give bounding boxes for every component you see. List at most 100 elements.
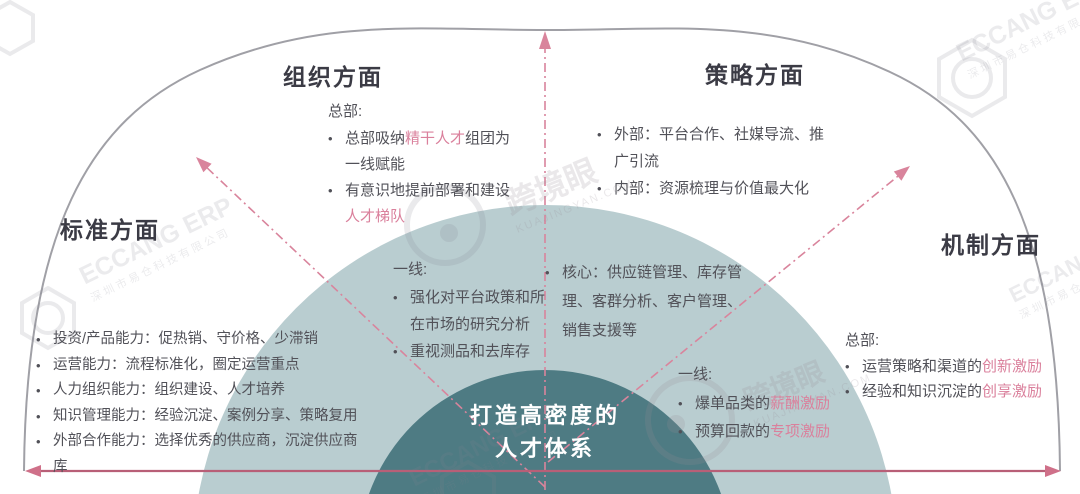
list-item: • 预算回款的专项激励 bbox=[678, 418, 858, 446]
outer-dome-arc bbox=[23, 27, 1061, 472]
bullet-dot: • bbox=[328, 131, 333, 146]
text-part: 爆单品类的 bbox=[695, 395, 771, 412]
arrowhead-up-icon bbox=[539, 31, 551, 49]
core-list: • 核心：供应链管理、库存管理、客群分析、客户管理、销售支援等 bbox=[545, 258, 750, 345]
bullet-text: 有意识地提前部署和建设人才梯队 bbox=[345, 178, 517, 230]
heading-mechanism: 机制方面 bbox=[941, 232, 1041, 258]
frontline-left-list: • 强化对平台政策和所在市场的研究分析 • 重视测品和去库存 bbox=[393, 284, 558, 365]
bullet-dot: • bbox=[678, 396, 683, 411]
bullet-text: 总部吸纳精干人才组团为一线赋能 bbox=[345, 126, 517, 178]
bullet-dot: • bbox=[545, 265, 550, 280]
group-label: 一线: bbox=[393, 261, 428, 278]
standard-list: • 投资/产品能力：促热销、守价格、少滞销 • 运营能力：流程标准化，圈定运营重… bbox=[36, 327, 366, 480]
list-item: • 经验和知识沉淀的创享激励 bbox=[845, 379, 1060, 404]
core-block: • 核心：供应链管理、库存管理、客群分析、客户管理、销售支援等 bbox=[545, 258, 750, 345]
bullet-dot: • bbox=[36, 434, 41, 449]
list-item: • 人力组织能力：组织建设、人才培养 bbox=[36, 378, 366, 404]
text-part: 组团为一线赋能 bbox=[345, 130, 511, 173]
radial-arrow-upright-line bbox=[547, 171, 904, 463]
highlight-text: 精干人才 bbox=[405, 130, 466, 147]
bullet-dot: • bbox=[678, 424, 683, 439]
text-part: 运营策略和渠道的 bbox=[862, 358, 983, 375]
group-label: 总部: bbox=[845, 332, 880, 349]
text-part: 预算回款的 bbox=[695, 423, 771, 440]
eye-logo-icon bbox=[667, 415, 685, 433]
text-part: 总部吸纳 bbox=[345, 130, 406, 147]
bullet-dot: • bbox=[36, 383, 41, 398]
mechanism-block: 总部: • 运营策略和渠道的创新激励 • 经验和知识沉淀的创享激励 bbox=[845, 328, 1060, 404]
highlight-text: 创新激励 bbox=[982, 358, 1043, 375]
hexagon-logo-icon bbox=[937, 37, 1007, 119]
core-title-line2: 人才体系 bbox=[494, 436, 595, 461]
highlight-text: 人才梯队 bbox=[345, 208, 406, 225]
highlight-text: 薪酬激励 bbox=[770, 395, 831, 412]
frontline-right-list: • 爆单品类的薪酬激励 • 预算回款的专项激励 bbox=[678, 390, 858, 446]
bullet-text: 经验和知识沉淀的创享激励 bbox=[862, 379, 1042, 404]
hexagon-logo-icon bbox=[951, 57, 993, 99]
bullet-text: 预算回款的专项激励 bbox=[695, 418, 830, 446]
standard-block: • 投资/产品能力：促热销、守价格、少滞销 • 运营能力：流程标准化，圈定运营重… bbox=[36, 327, 366, 480]
arrowhead-upright-icon bbox=[893, 166, 910, 181]
bullet-text: 强化对平台政策和所在市场的研究分析 bbox=[410, 289, 546, 333]
bullet-dot: • bbox=[845, 359, 850, 374]
list-item: • 爆单品类的薪酬激励 bbox=[678, 390, 858, 418]
strategy-list: • 外部：平台合作、社媒导流、推广引流 • 内部：资源梳理与价值最大化 bbox=[597, 121, 847, 202]
radial-dashed-arrows bbox=[202, 44, 904, 490]
bullet-text: 运营能力：流程标准化，圈定运营重点 bbox=[53, 356, 300, 373]
bullet-text: 外部合作能力：选择优秀的供应商，沉淀供应商库 bbox=[53, 433, 358, 475]
list-item: • 总部吸纳精干人才组团为一线赋能 bbox=[328, 126, 538, 178]
bullet-dot: • bbox=[845, 384, 850, 399]
highlight-text: 专项激励 bbox=[770, 423, 831, 440]
hexagon-logo-icon bbox=[440, 459, 496, 494]
eye-logo-icon bbox=[404, 184, 486, 266]
mechanism-list: • 运营策略和渠道的创新激励 • 经验和知识沉淀的创享激励 bbox=[845, 354, 1060, 404]
text-part: 有意识地提前部署和建设 bbox=[345, 182, 511, 199]
organization-block: 总部: • 总部吸纳精干人才组团为一线赋能 • 有意识地提前部署和建设人才梯队 bbox=[328, 99, 538, 230]
highlight-text: 创享激励 bbox=[982, 383, 1043, 400]
organization-list: • 总部吸纳精干人才组团为一线赋能 • 有意识地提前部署和建设人才梯队 bbox=[328, 126, 538, 230]
strategy-block: • 外部：平台合作、社媒导流、推广引流 • 内部：资源梳理与价值最大化 bbox=[597, 121, 847, 202]
hexagon-logo-icon bbox=[0, 0, 35, 57]
heading-organization: 组织方面 bbox=[283, 64, 383, 90]
center-core-title: 打造高密度的 人才体系 bbox=[420, 399, 670, 465]
bullet-dot: • bbox=[36, 408, 41, 424]
group-label: 一线: bbox=[678, 366, 713, 383]
radial-arrowheads bbox=[196, 31, 910, 181]
arrowhead-right-icon bbox=[1045, 465, 1061, 477]
hexagon-logo-icon bbox=[31, 301, 65, 335]
arrowhead-left-icon bbox=[25, 465, 41, 477]
list-item: • 核心：供应链管理、库存管理、客群分析、客户管理、销售支援等 bbox=[545, 258, 750, 345]
bullet-text: 知识管理能力：经验沉淀、案例分享、策略复用 bbox=[53, 407, 358, 424]
bullet-dot: • bbox=[36, 332, 41, 347]
hexagon-logo-icon bbox=[20, 285, 76, 351]
list-item: • 重视测品和去库存 bbox=[393, 338, 558, 365]
bullet-text: 核心：供应链管理、库存管理、客群分析、客户管理、销售支援等 bbox=[562, 264, 743, 339]
core-title-line1: 打造高密度的 bbox=[469, 403, 620, 428]
bullet-dot: • bbox=[597, 181, 602, 196]
heading-standard: 标准方面 bbox=[60, 217, 160, 243]
bullet-text: 爆单品类的薪酬激励 bbox=[695, 390, 830, 418]
arrowhead-upleft-icon bbox=[196, 157, 212, 173]
bullet-dot: • bbox=[597, 127, 602, 142]
bullet-text: 运营策略和渠道的创新激励 bbox=[862, 354, 1042, 379]
list-item: • 运营能力：流程标准化，圈定运营重点 bbox=[36, 353, 366, 379]
list-item: • 外部合作能力：选择优秀的供应商，沉淀供应商库 bbox=[36, 429, 366, 480]
group-label: 总部: bbox=[328, 103, 363, 120]
bullet-text: 人力组织能力：组织建设、人才培养 bbox=[53, 382, 285, 398]
bullet-text: 重视测品和去库存 bbox=[410, 343, 531, 360]
list-item: • 强化对平台政策和所在市场的研究分析 bbox=[393, 284, 558, 338]
list-item: • 外部：平台合作、社媒导流、推广引流 bbox=[597, 121, 847, 175]
list-item: • 有意识地提前部署和建设人才梯队 bbox=[328, 178, 538, 230]
frontline-left-block: 一线: • 强化对平台政策和所在市场的研究分析 • 重视测品和去库存 bbox=[393, 256, 558, 365]
list-item: • 内部：资源梳理与价值最大化 bbox=[597, 175, 847, 202]
heading-strategy: 策略方面 bbox=[705, 62, 805, 88]
bullet-dot: • bbox=[36, 357, 41, 373]
watermark-logos bbox=[0, 0, 1007, 494]
eye-logo-icon bbox=[440, 224, 458, 242]
eye-logo-icon bbox=[645, 375, 735, 465]
frontline-right-block: 一线: • 爆单品类的薪酬激励 • 预算回款的专项激励 bbox=[678, 361, 858, 446]
list-item: • 知识管理能力：经验沉淀、案例分享、策略复用 bbox=[36, 404, 366, 430]
text-part: 经验和知识沉淀的 bbox=[862, 383, 983, 400]
